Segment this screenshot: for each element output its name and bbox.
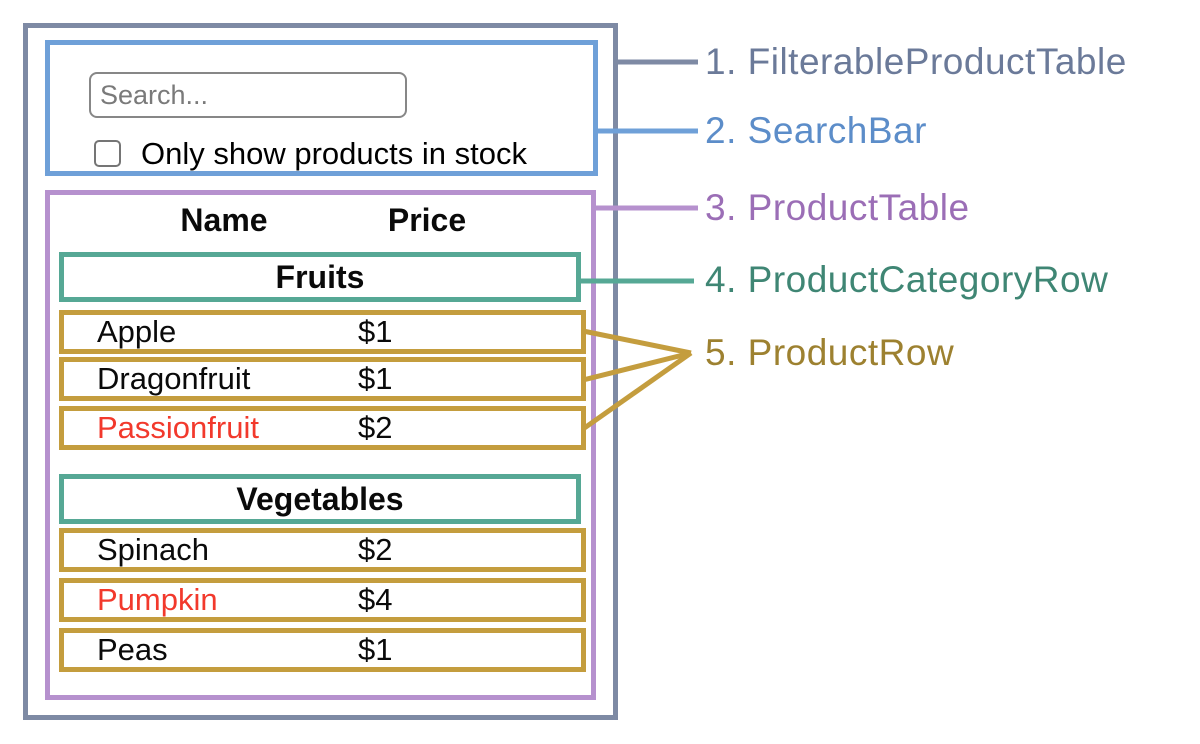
category-label: Vegetables [236,481,404,517]
stock-filter-row: Only show products in stock [94,136,527,171]
label-product-table: 3. ProductTable [705,187,970,228]
label-search-bar: 2. SearchBar [705,110,927,151]
product-name: Dragonfruit [97,361,251,396]
in-stock-label: Only show products in stock [141,135,527,171]
category-label: Fruits [275,259,365,295]
column-header-name: Name [180,202,268,238]
product-name: Pumpkin [97,582,218,617]
search-input[interactable] [89,72,407,118]
in-stock-checkbox[interactable] [94,140,121,167]
product-price: $1 [358,361,393,396]
product-table-box: Name Price Fruits Apple $1 Dragonfruit $… [45,190,596,700]
product-name: Apple [97,314,177,349]
product-price: $2 [358,532,393,567]
product-name: Peas [97,632,168,667]
filterable-product-table-box: Only show products in stock Name Price F… [23,23,618,720]
product-price: $1 [358,314,393,349]
product-price: $1 [358,632,393,667]
product-price: $2 [358,410,393,445]
category-row-vegetables: Vegetables [59,474,581,524]
column-header-price: Price [387,202,467,238]
product-price: $4 [358,582,393,617]
label-filterable-product-table: 1. FilterableProductTable [705,41,1127,82]
product-name: Passionfruit [97,410,259,445]
product-row-spinach: Spinach $2 [59,528,586,572]
search-bar-box: Only show products in stock [45,40,598,176]
label-product-category-row: 4. ProductCategoryRow [705,259,1109,300]
category-row-fruits: Fruits [59,252,581,302]
label-product-row: 5. ProductRow [705,332,955,373]
product-row-peas: Peas $1 [59,628,586,672]
product-row-apple: Apple $1 [59,310,586,354]
product-row-pumpkin: Pumpkin $4 [59,578,586,622]
product-row-passionfruit: Passionfruit $2 [59,406,586,450]
product-row-dragonfruit: Dragonfruit $1 [59,357,586,401]
product-name: Spinach [97,532,210,567]
